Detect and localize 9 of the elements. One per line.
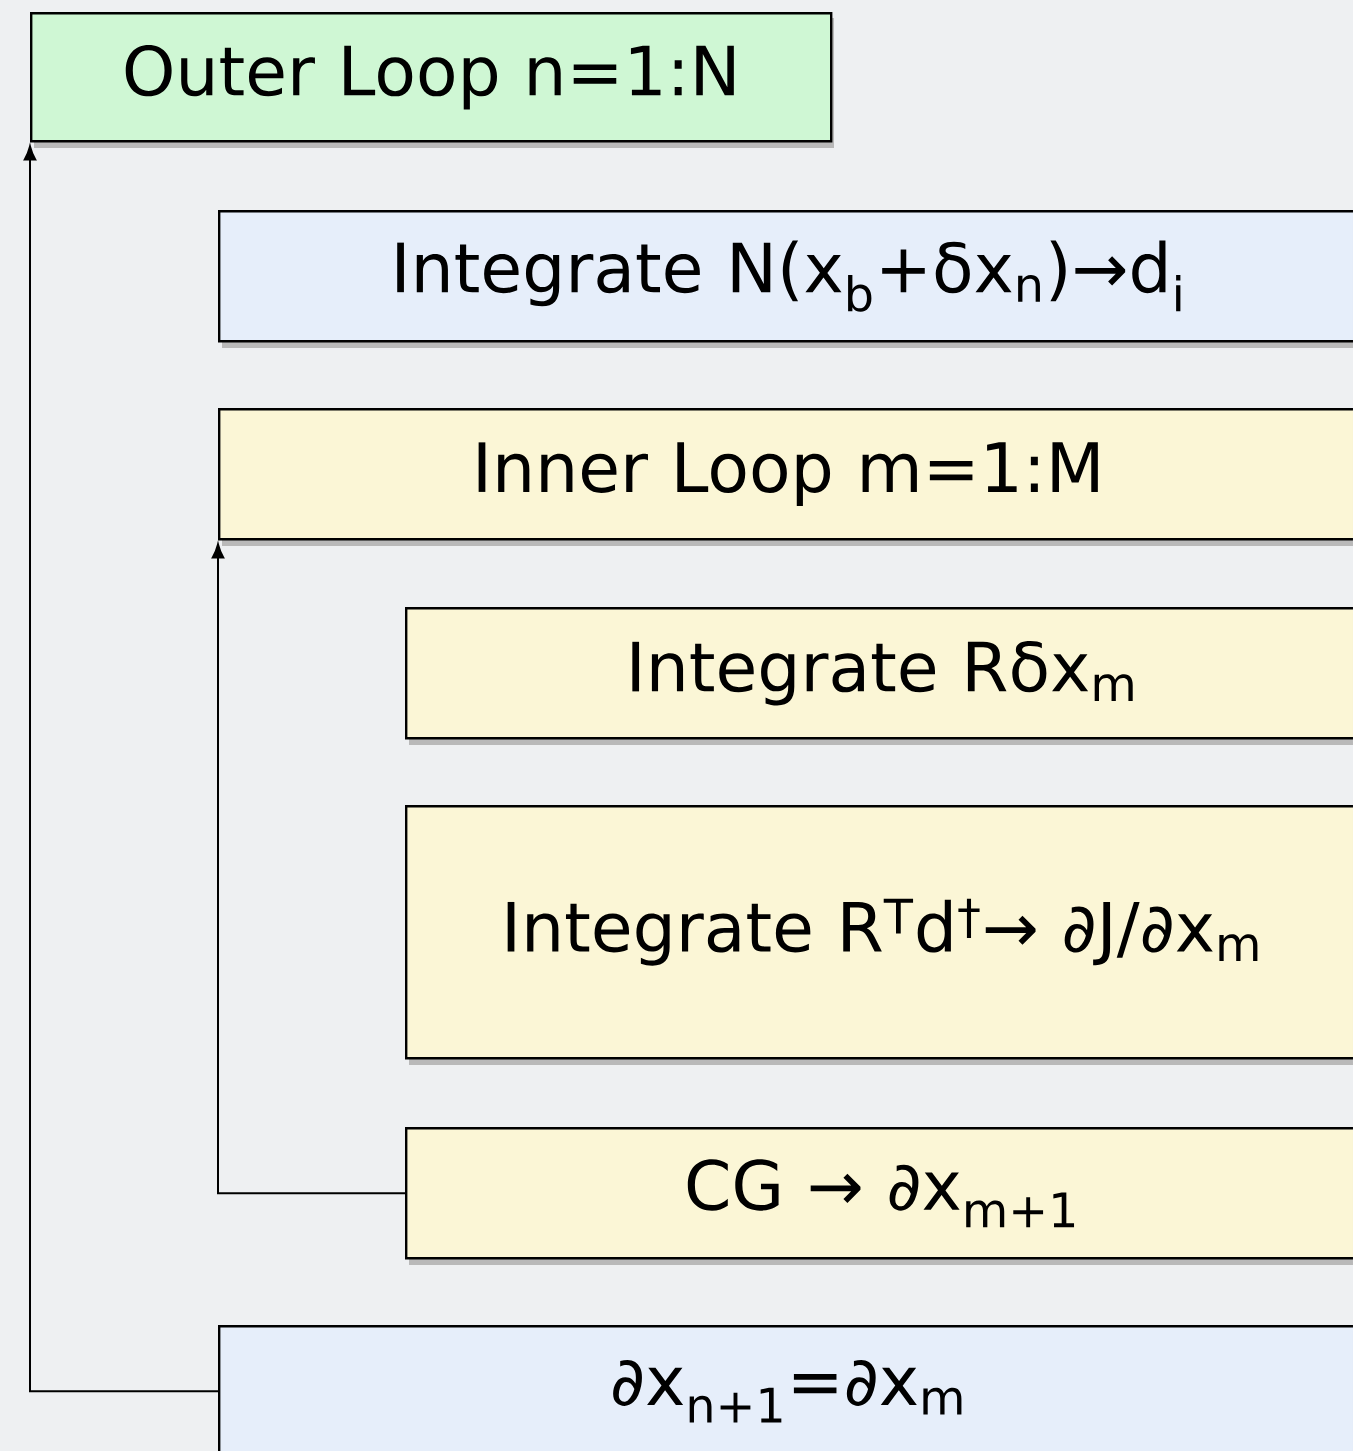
process-box: Outer Loop n=1:N <box>30 12 834 148</box>
process-box: ∂x$_{n+1}$=∂x$_{m}$ <box>218 1325 1353 1451</box>
process-box: Integrate N(x$_{b}$+δx$_{n}$)→d$_{i}$ <box>218 210 1353 348</box>
process-box: Integrate R$^{T}$d$^{†}$→ ∂J/∂x$_{m}$ <box>405 805 1353 1065</box>
process-box: Integrate Rδx$_{m}$ <box>405 607 1353 745</box>
arrow <box>211 543 406 1195</box>
arrow <box>23 145 219 1393</box>
process-box: CG → ∂x$_{m+1}$ <box>405 1127 1353 1265</box>
process-box: Inner Loop m=1:M <box>218 408 1353 546</box>
